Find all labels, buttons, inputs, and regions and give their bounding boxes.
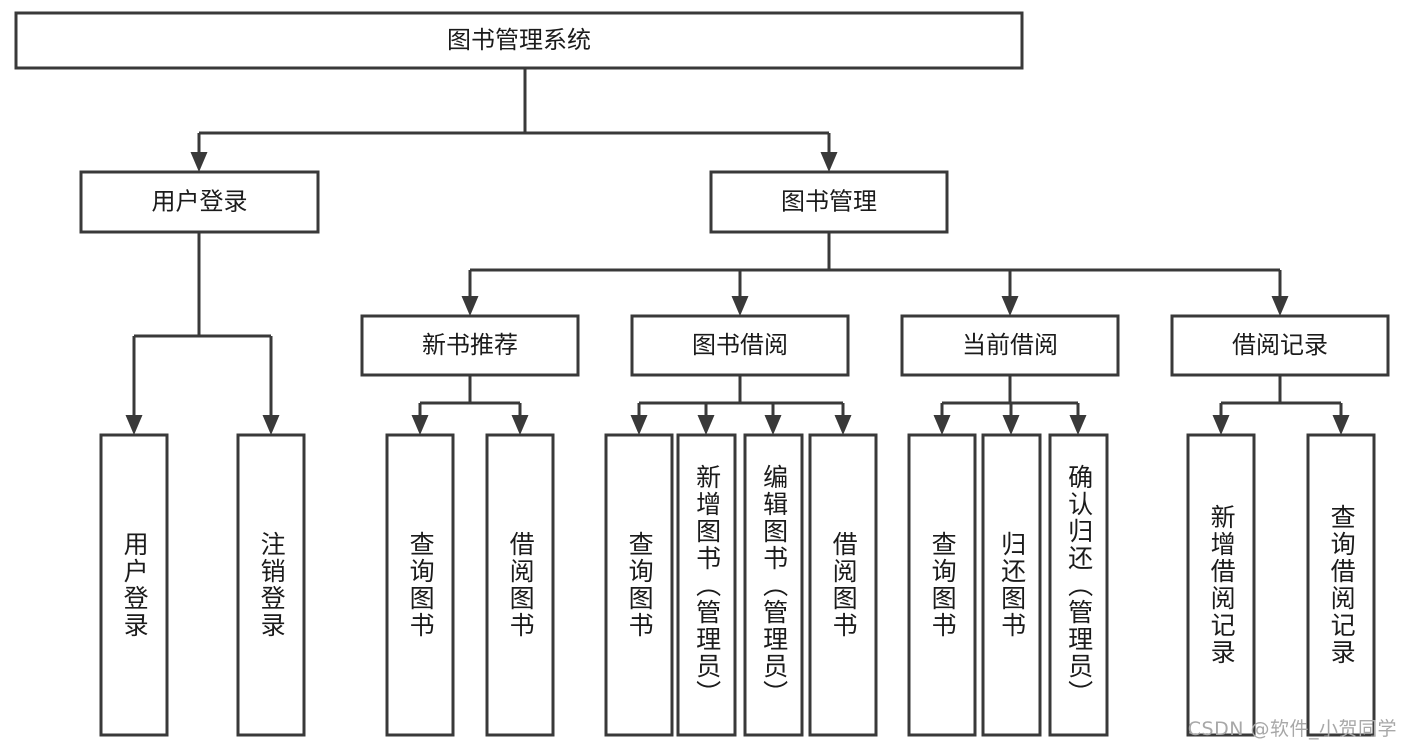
node-level2-1-box[interactable] (709, 170, 949, 234)
node-level3-2-box[interactable] (900, 314, 1120, 377)
node-leaf-0-box[interactable] (99, 433, 169, 737)
arrow-head-icon (1271, 296, 1289, 316)
node-level3-0-label: 新书推荐 (422, 332, 518, 359)
watermark-text: CSDN @软件_小贺同学 (1187, 718, 1397, 740)
node-leaf-8-box[interactable] (907, 433, 977, 737)
arrow-head-icon (125, 415, 143, 435)
node-leaf-5-box[interactable] (676, 433, 737, 737)
node-root-label: 图书管理系统 (447, 27, 591, 54)
node-level2-1-label: 图书管理 (781, 188, 877, 215)
node-leaf-7-box[interactable] (808, 433, 878, 737)
arrow-head-icon (731, 296, 749, 316)
node-leaf-2-box[interactable] (385, 433, 455, 737)
node-level3-0-box[interactable] (360, 314, 580, 377)
arrow-head-icon (933, 415, 951, 435)
node-level3-3[interactable]: 借阅记录 (1170, 314, 1390, 377)
node-leaf-10-box[interactable] (1048, 433, 1109, 737)
node-level3-3-box[interactable] (1170, 314, 1390, 377)
node-leaf-9-box[interactable] (981, 433, 1042, 737)
arrow-head-icon (1332, 415, 1350, 435)
node-leaf-12-box[interactable] (1306, 433, 1376, 737)
arrow-head-icon (1212, 415, 1230, 435)
arrow-head-icon (1069, 415, 1087, 435)
node-level2-1[interactable]: 图书管理 (709, 170, 949, 234)
connector-layer (125, 68, 1350, 435)
arrow-head-icon (461, 296, 479, 316)
node-leaf-6-box[interactable] (743, 433, 804, 737)
node-root-box[interactable] (14, 11, 1024, 70)
node-leaf-11-box[interactable] (1186, 433, 1256, 737)
arrow-head-icon (1002, 415, 1020, 435)
node-leaf-3-box[interactable] (485, 433, 555, 737)
arrow-head-icon (630, 415, 648, 435)
arrow-head-icon (411, 415, 429, 435)
node-root[interactable]: 图书管理系统 (14, 11, 1024, 70)
node-level3-1-label: 图书借阅 (692, 332, 788, 359)
node-level3-0[interactable]: 新书推荐 (360, 314, 580, 377)
node-leaf-4-box[interactable] (604, 433, 674, 737)
arrow-head-icon (511, 415, 529, 435)
node-level3-2[interactable]: 当前借阅 (900, 314, 1120, 377)
arrow-head-icon (1001, 296, 1019, 316)
arrow-head-icon (764, 415, 782, 435)
node-level3-1[interactable]: 图书借阅 (630, 314, 850, 377)
node-level3-2-label: 当前借阅 (962, 332, 1058, 359)
node-level2-0-label: 用户登录 (152, 188, 248, 215)
arrow-head-icon (262, 415, 280, 435)
arrow-head-icon (834, 415, 852, 435)
arrow-head-icon (820, 152, 838, 172)
node-level3-1-box[interactable] (630, 314, 850, 377)
node-leaf-1-box[interactable] (236, 433, 306, 737)
node-level2-0-box[interactable] (79, 170, 320, 234)
arrow-head-icon (697, 415, 715, 435)
arrow-head-icon (190, 152, 208, 172)
node-level2-0[interactable]: 用户登录 (79, 170, 320, 234)
node-level3-3-label: 借阅记录 (1232, 332, 1328, 359)
